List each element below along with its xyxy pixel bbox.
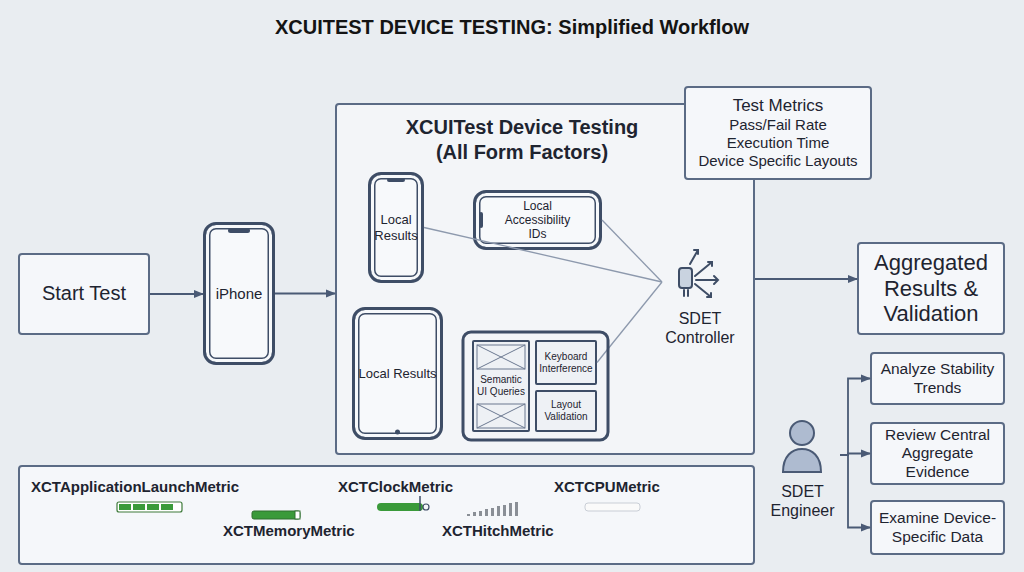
process-box: Test MetricsPass/Fail RateExecution Time… (684, 86, 872, 180)
node-label: Review Central Aggregate Evidence (872, 426, 1003, 481)
icon-node: SDET Engineer (765, 418, 840, 523)
connector (840, 455, 870, 528)
connector (840, 454, 870, 456)
diagram-title: XCUITEST DEVICE TESTING: Simplified Work… (0, 16, 1024, 39)
node-label: Layout Validation (537, 399, 595, 423)
node-label: Start Test (42, 282, 126, 306)
person-icon (783, 421, 821, 472)
process-box: Analyze Stability Trends (870, 352, 1005, 405)
node-label: Semantic UI Queries (474, 374, 528, 398)
node-label: Local Results (371, 212, 421, 243)
process-box: XCTApplicationLaunchMetric XCTClockMetric… (18, 465, 755, 565)
process-box: Examine Device-Specific Data (870, 500, 1005, 555)
metric-name: XCTHitchMetric (442, 522, 554, 540)
device-node: iPhone (203, 222, 275, 365)
device-node: Local Results (368, 172, 424, 283)
node-label: SDET Engineer (765, 483, 840, 521)
process-box: Aggregated Results & Validation (857, 242, 1005, 335)
node-label: Device Specific Layouts (698, 152, 857, 170)
node-label: Test Metrics (733, 96, 824, 116)
node-label: Analyze Stability Trends (872, 360, 1003, 397)
container-heading: XCUITest Device Testing (All Form Factor… (387, 115, 657, 165)
device-node: Local Results (352, 307, 443, 440)
node-label: SDET Controller (662, 310, 738, 348)
node-label: Examine Device-Specific Data (872, 509, 1003, 546)
device-node: Local Accessibility IDs (473, 190, 602, 250)
node-label: Local Results (358, 366, 436, 381)
process-box: Semantic UI Queries (472, 340, 530, 432)
connector (150, 293, 203, 295)
connector (755, 278, 857, 280)
connector (840, 379, 870, 456)
node-label: Local Accessibility IDs (505, 199, 570, 241)
metric-name: XCTMemoryMetric (223, 522, 355, 540)
metric-name: XCTCPUMetric (554, 478, 660, 496)
process-box: Review Central Aggregate Evidence (870, 422, 1005, 485)
metric-name: XCTApplicationLaunchMetric (31, 478, 239, 496)
icon-node: SDET Controller (662, 255, 738, 350)
process-box: Keyboard Interference (535, 340, 597, 385)
node-label: Aggregated Results & Validation (859, 250, 1003, 328)
node-label: Keyboard Interference (537, 351, 595, 375)
node-label: iPhone (216, 285, 263, 303)
metric-name: XCTClockMetric (338, 478, 453, 496)
node-label: Execution Time (727, 134, 830, 152)
process-box: Start Test (18, 253, 150, 335)
process-box: Layout Validation (535, 390, 597, 432)
node-label: Pass/Fail Rate (729, 116, 827, 134)
connector (275, 293, 335, 295)
